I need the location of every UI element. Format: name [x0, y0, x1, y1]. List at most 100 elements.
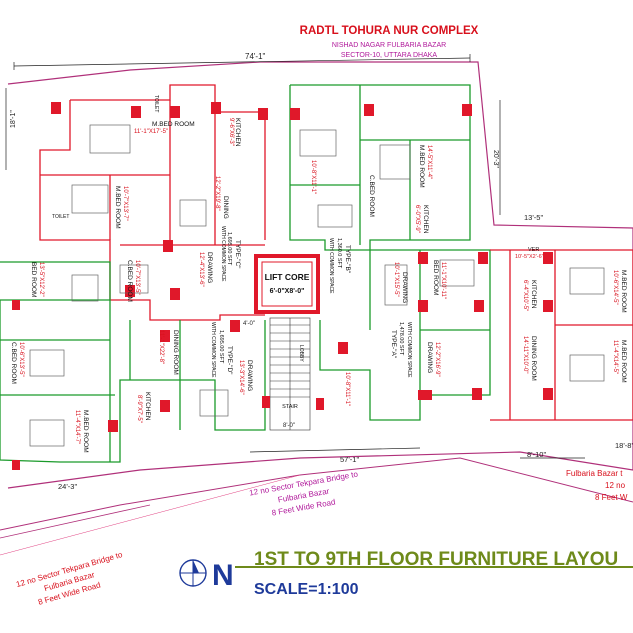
- dim-left-offset: 18'-1": [10, 110, 17, 128]
- column: [418, 300, 428, 312]
- room-drawing-a-size: 12'-4"X13'-6": [198, 252, 204, 287]
- road-right-line-1: Fulbaria Bazar t: [566, 469, 623, 478]
- column: [262, 396, 270, 408]
- column: [462, 104, 472, 116]
- room-bed-d-size: 11'-1"X10'-11": [440, 262, 446, 299]
- unit-type-c-note: WITH COMMON SPACE: [220, 226, 226, 282]
- room-ver-size: 10'-5"X2'-6": [515, 254, 544, 260]
- column: [163, 240, 173, 252]
- column: [51, 102, 61, 114]
- room-mbed-c: M.BED ROOM: [82, 410, 89, 453]
- north-arrow-icon: [179, 559, 207, 587]
- room-dining-d-size: 14'-11"X10'-0": [522, 336, 528, 373]
- column: [160, 400, 170, 412]
- sofa: [179, 199, 207, 227]
- room-cbed-b: C.BED ROOM: [10, 342, 17, 384]
- room-mbed-d-size: 14'-5"X11'-4": [426, 145, 432, 179]
- stair: [269, 317, 311, 431]
- room-bed-d: BED ROOM: [432, 260, 439, 295]
- room-cbed-c-size: 10'-8"X11'-1": [310, 160, 316, 194]
- sofa: [199, 389, 229, 417]
- address-line-1: NISHAD NAGAR FULBARIA BAZAR: [332, 42, 446, 49]
- room-mbed-f-size: 11'-4"X14'-5": [612, 340, 618, 374]
- room-drawing-d-size: 12'-2"X16'-9": [434, 342, 440, 377]
- unit-type-d-area: 1,695.00 SFT: [218, 330, 224, 364]
- unit-type-b-area: 1,360.0 SFT: [336, 238, 342, 269]
- lift-core-size: 6'-0"X8'-0": [270, 288, 305, 295]
- room-kitchen-d-size: 6'-4"X10'-5": [522, 280, 528, 311]
- project-title: RADTL TOHURA NUR COMPLEX: [300, 25, 479, 37]
- column: [108, 420, 118, 432]
- room-mbed-b: M.BED ROOM: [114, 186, 121, 229]
- column: [170, 106, 180, 118]
- column: [316, 398, 324, 410]
- dim-top-width: 74'-1": [245, 52, 266, 61]
- dim-bottom-mid: 57'-1": [340, 455, 359, 464]
- bed: [89, 124, 131, 154]
- room-kitchen-a-size: 9'-6"X6'-3": [228, 118, 234, 146]
- room-cbed-c: C.BED ROOM: [368, 175, 375, 217]
- column: [418, 390, 432, 400]
- room-kitchen-c: KITCHEN: [422, 205, 429, 234]
- column: [543, 300, 553, 312]
- stair-label: STAIR: [282, 404, 298, 410]
- column: [418, 252, 428, 264]
- column: [478, 252, 488, 264]
- road-right-line-2: 12 no: [605, 481, 626, 490]
- room-toilet-b: TOILET: [52, 214, 69, 220]
- room-dining-b: DINING ROOM: [172, 330, 179, 375]
- bed: [379, 144, 411, 180]
- room-ver: VER: [528, 247, 539, 253]
- column: [160, 330, 170, 342]
- unit-type-d: TYPE-"D": [226, 346, 233, 375]
- room-cbed-b-size: 10'-6"X13'-5": [18, 342, 24, 377]
- room-drawing-c: DRAWING: [401, 272, 408, 303]
- sofa: [299, 129, 337, 157]
- room-bed-a-size: 13'-5"X12'-2": [38, 262, 44, 297]
- room-mbed-f: M.BED ROOM: [620, 340, 627, 383]
- bed: [569, 267, 605, 295]
- room-kitchen-d: KITCHEN: [530, 280, 537, 309]
- room-drawing-a: DRAWING: [206, 252, 213, 283]
- bed: [119, 264, 149, 294]
- room-toilet-a: TOILET: [153, 95, 159, 112]
- drawing-title: 1ST TO 9TH FLOOR FURNITURE LAYOU: [254, 549, 618, 570]
- bottom-dimension-line: [249, 447, 421, 453]
- room-drawing-d: DRAWING: [426, 342, 433, 373]
- building-walls: [0, 84, 633, 463]
- unit-type-a-area: 1,478.00 SFT: [398, 322, 404, 356]
- room-mbed-e-size: 10'-6"X14'-5": [612, 270, 618, 305]
- column: [543, 252, 553, 264]
- room-kitchen-c-size: 6'-0"X5'-9": [414, 205, 420, 233]
- furniture: [29, 124, 605, 447]
- room-kitchen-b: KITCHEN: [144, 392, 151, 421]
- column: [12, 300, 20, 310]
- plan-labels: RADTL TOHURA NUR COMPLEX NISHAD NAGAR FU…: [10, 25, 633, 607]
- column: [170, 288, 180, 300]
- column: [364, 104, 374, 116]
- structural-columns: [12, 102, 553, 470]
- room-mbed-c-size: 11'-4"X14'-7": [74, 410, 80, 444]
- drawing-scale: SCALE=1:100: [254, 581, 359, 598]
- unit-type-d-note: WITH COMMON SPACE: [210, 322, 216, 378]
- bed: [569, 354, 605, 382]
- room-mbed-d: M.BED ROOM: [418, 145, 425, 188]
- plot-boundary: [7, 61, 633, 489]
- bed: [71, 184, 109, 214]
- column: [258, 108, 268, 120]
- room-dining-b-size: 11'-1"X22'-8": [158, 330, 164, 364]
- bed: [439, 259, 475, 287]
- room-dining-a: DINING: [222, 196, 229, 219]
- room-mbed-e: M.BED ROOM: [620, 270, 627, 313]
- column: [211, 102, 221, 114]
- room-cbed-a-size: 10'-7"X13'-5": [134, 260, 140, 295]
- address-line-2: SECTOR-10, UTTARA DHAKA: [341, 52, 438, 59]
- column: [543, 388, 553, 400]
- road-edge-line-2: [0, 504, 151, 539]
- room-cbed-a: C.BED ROOM: [126, 260, 133, 302]
- dim-right-bottom: 18'-8": [615, 441, 633, 450]
- room-dining-a-size: 12'-2"X19'-8": [214, 176, 220, 211]
- room-mbed-a: M.BED ROOM: [152, 121, 195, 128]
